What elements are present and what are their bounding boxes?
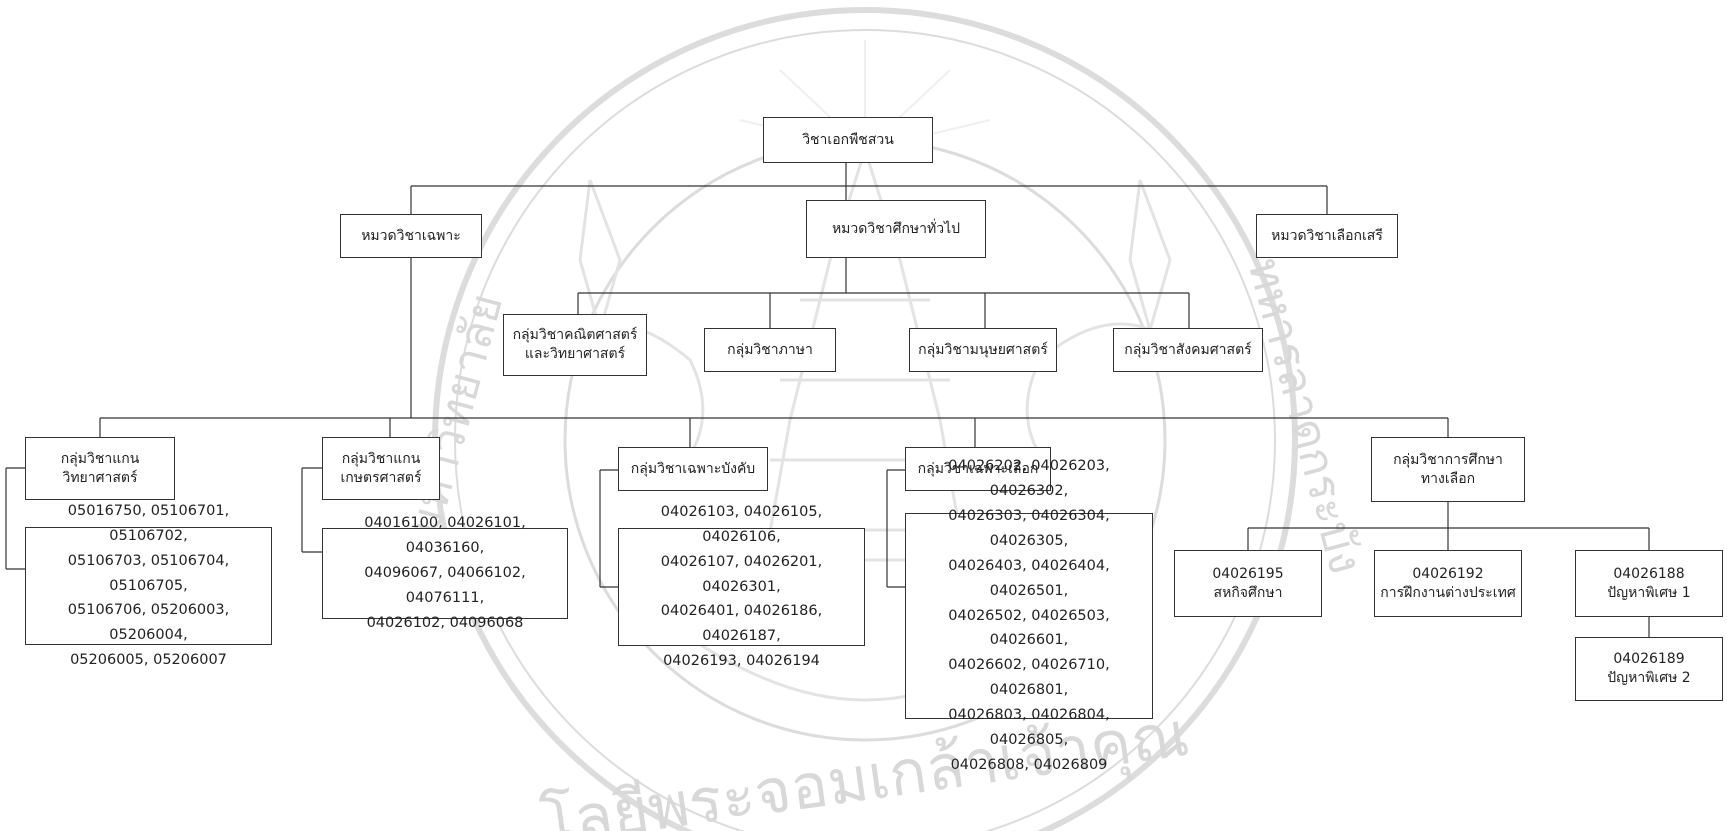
- category-general-node: หมวดวิชาศึกษาทั่วไป: [806, 200, 986, 258]
- course-code-line: 05106706, 05206003, 05206004,: [67, 602, 230, 644]
- general-language-label: กลุ่มวิชาภาษา: [727, 341, 813, 358]
- course-code-line: 04096067, 04066102, 04076111,: [364, 565, 526, 606]
- core-agriculture-course-codes: 04016100, 04026101, 04036160, 04096067, …: [322, 515, 568, 631]
- course-code-line: 04026193, 04026194: [663, 653, 820, 670]
- core-science-label-2: วิทยาศาสตร์: [62, 469, 138, 486]
- alternative-coop-node: 04026195 สหกิจศึกษา: [1174, 550, 1322, 617]
- category-specific-label: หมวดวิชาเฉพาะ: [361, 227, 461, 244]
- elective-major-course-codes: 04026202, 04026203, 04026302, 04026303, …: [905, 458, 1153, 773]
- course-code-line: 04026808, 04026809: [950, 757, 1108, 774]
- alternative-internship-label: การฝึกงานต่างประเทศ: [1380, 584, 1516, 601]
- course-code-line: 04026401, 04026186, 04026187,: [660, 603, 823, 645]
- course-code-line: 04026602, 04026710, 04026801,: [948, 657, 1110, 699]
- core-agriculture-label-2: เกษตรศาสตร์: [340, 469, 422, 486]
- alternative-special-2-code: 04026189: [1613, 651, 1685, 668]
- alternative-overseas-internship-node: 04026192 การฝึกงานต่างประเทศ: [1374, 550, 1522, 617]
- course-code-line: 05106703, 05106704, 05106705,: [67, 552, 230, 594]
- alternative-study-label-2: ทางเลือก: [1420, 470, 1476, 487]
- alternative-special-1-code: 04026188: [1613, 565, 1685, 582]
- alternative-internship-code: 04026192: [1412, 565, 1484, 582]
- course-code-line: 04026202, 04026203, 04026302,: [948, 457, 1110, 499]
- core-science-label-1: กลุ่มวิชาแกน: [60, 450, 140, 467]
- alternative-special-problem-2-node: 04026189 ปัญหาพิเศษ 2: [1575, 637, 1723, 701]
- category-free-node: หมวดวิชาเลือกเสรี: [1256, 214, 1398, 258]
- general-math-science-node: กลุ่มวิชาคณิตศาสตร์ และวิทยาศาสตร์: [503, 314, 647, 376]
- general-social-science-node: กลุ่มวิชาสังคมศาสตร์: [1113, 328, 1263, 372]
- root-label: วิชาเอกพืชสวน: [802, 131, 894, 148]
- general-humanities-label: กลุ่มวิชามนุษยศาสตร์: [918, 341, 1048, 358]
- course-code-line: 04026803, 04026804, 04026805,: [948, 707, 1110, 749]
- alternative-study-group-node: กลุ่มวิชาการศึกษา ทางเลือก: [1371, 437, 1525, 502]
- alternative-special-2-label: ปัญหาพิเศษ 2: [1607, 670, 1691, 686]
- alternative-special-problem-1-node: 04026188 ปัญหาพิเศษ 1: [1575, 550, 1723, 617]
- alternative-coop-label: สหกิจศึกษา: [1213, 584, 1283, 601]
- alternative-study-label-1: กลุ่มวิชาการศึกษา: [1393, 451, 1503, 468]
- core-agriculture-label-1: กลุ่มวิชาแกน: [341, 450, 421, 467]
- elective-major-group-node: กลุ่มวิชาเฉพาะเลือก: [905, 447, 1051, 491]
- core-agriculture-group-node: กลุ่มวิชาแกน เกษตรศาสตร์: [322, 437, 440, 500]
- course-code-line: 04026102, 04096068: [366, 614, 524, 631]
- course-code-line: 04026107, 04026201, 04026301,: [660, 553, 823, 595]
- general-math-science-label-2: และวิทยาศาสตร์: [524, 346, 626, 362]
- alternative-coop-code: 04026195: [1212, 565, 1284, 582]
- course-code-line: 04026103, 04026105, 04026106,: [660, 503, 823, 545]
- elective-major-label: กลุ่มวิชาเฉพาะเลือก: [917, 460, 1039, 477]
- course-code-line: 04016100, 04026101, 04036160,: [364, 515, 526, 557]
- alternative-special-1-label: ปัญหาพิเศษ 1: [1607, 584, 1691, 601]
- category-general-label: หมวดวิชาศึกษาทั่วไป: [831, 220, 961, 237]
- required-major-group-node: กลุ่มวิชาเฉพาะบังคับ: [618, 447, 768, 491]
- course-code-line: 05016750, 05106701, 05106702,: [67, 502, 230, 544]
- category-free-label: หมวดวิชาเลือกเสรี: [1271, 227, 1383, 244]
- root-node: วิชาเอกพืชสวน: [763, 117, 933, 163]
- course-code-line: 04026502, 04026503, 04026601,: [948, 607, 1110, 649]
- general-humanities-node: กลุ่มวิชามนุษยศาสตร์: [909, 328, 1057, 372]
- general-social-science-label: กลุ่มวิชาสังคมศาสตร์: [1124, 341, 1252, 358]
- required-major-label: กลุ่มวิชาเฉพาะบังคับ: [630, 460, 756, 477]
- course-code-line: 05206005, 05206007: [70, 652, 227, 669]
- general-math-science-label-1: กลุ่มวิชาคณิตศาสตร์: [512, 327, 638, 344]
- course-code-line: 04026303, 04026304, 04026305,: [948, 507, 1110, 549]
- core-science-course-codes: 05016750, 05106701, 05106702, 05106703, …: [25, 503, 272, 668]
- category-specific-node: หมวดวิชาเฉพาะ: [340, 214, 482, 258]
- general-language-node: กลุ่มวิชาภาษา: [704, 328, 836, 372]
- core-science-group-node: กลุ่มวิชาแกน วิทยาศาสตร์: [25, 437, 175, 500]
- course-code-line: 04026403, 04026404, 04026501,: [948, 557, 1110, 599]
- required-major-course-codes: 04026103, 04026105, 04026106, 04026107, …: [618, 504, 865, 669]
